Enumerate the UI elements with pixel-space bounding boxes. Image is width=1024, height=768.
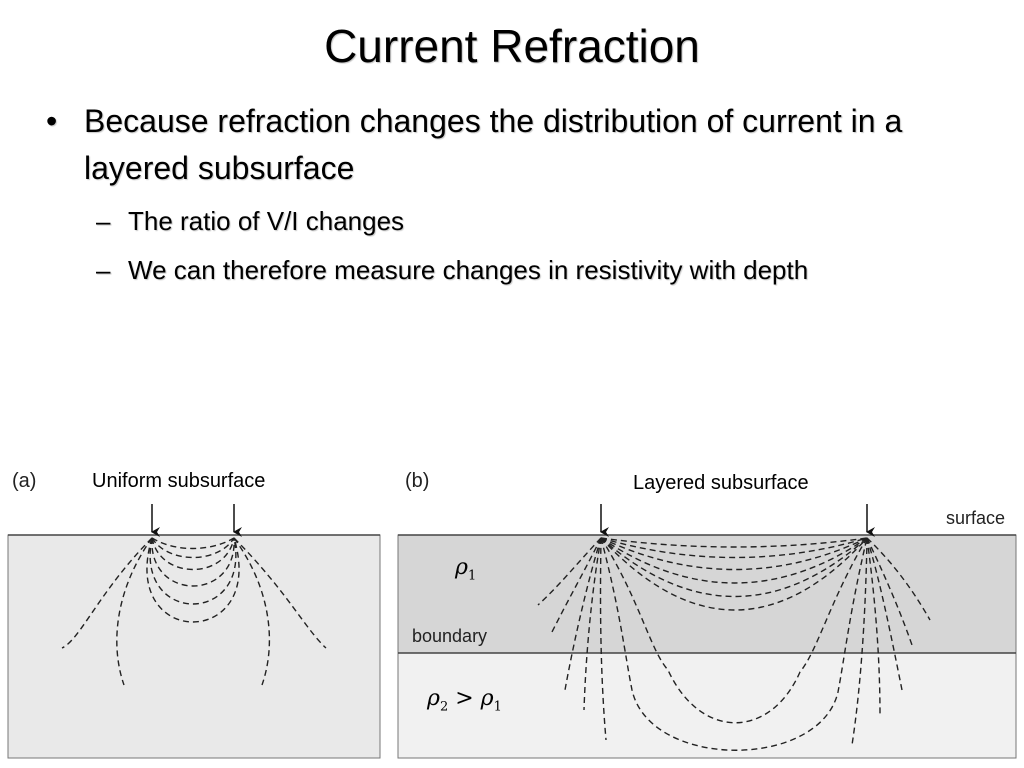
sub-bullet-ratio: – The ratio of V/I changes [40,199,1000,243]
panel-b-tag: (b) [405,470,430,492]
panel-a-ground [7,534,381,759]
sub-bullet-dash: – [96,206,111,236]
panel-b-lower-layer [398,653,1016,758]
bullet-main: • Because refraction changes the distrib… [40,98,1000,192]
bullet-dot: • [46,103,58,139]
panel-b-caption: Layered subsurface [633,472,809,494]
slide-title: Current Refraction [324,20,700,72]
panel-b-current-lines [537,537,931,751]
refraction-figure: (a) Uniform subsurface (b) Layered subsu… [0,440,1024,768]
layer1-resistivity-label: ρ1 [455,555,477,584]
boundary-label: boundary [412,626,488,646]
sub-bullet-dash: – [96,255,111,285]
figure-drawing [7,504,1017,759]
panel-a [7,504,381,759]
surface-label: surface [946,508,1006,528]
panel-a-caption: Uniform subsurface [92,470,266,492]
panel-a-current-lines [61,537,327,686]
sub-bullet-ratio-text: The ratio of V/I changes [128,206,405,236]
sub-bullet-measure: – We can therefore measure changes in re… [40,248,1000,292]
layer2-resistivity-label: ρ2 > ρ1 [427,686,502,715]
bullet-list: • Because refraction changes the distrib… [40,98,1000,292]
panel-b [397,504,1017,759]
sub-bullet-measure-text: We can therefore measure changes in resi… [128,255,809,285]
bullet-main-text: Because refraction changes the distribut… [84,103,903,186]
panel-a-tag: (a) [12,470,37,492]
